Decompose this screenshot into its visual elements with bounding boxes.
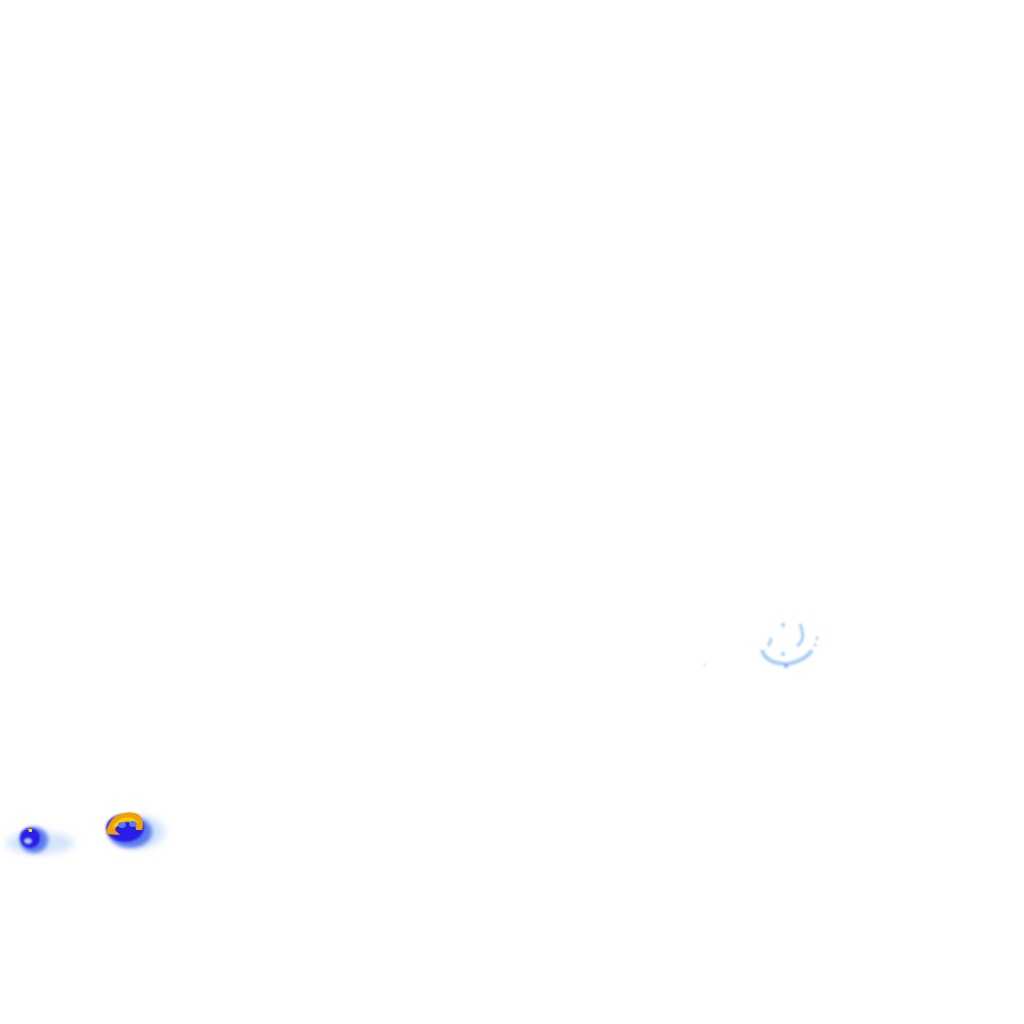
light-precip-east <box>703 623 819 668</box>
storm-cell-central <box>106 812 164 848</box>
storm-cell-west <box>6 827 74 854</box>
